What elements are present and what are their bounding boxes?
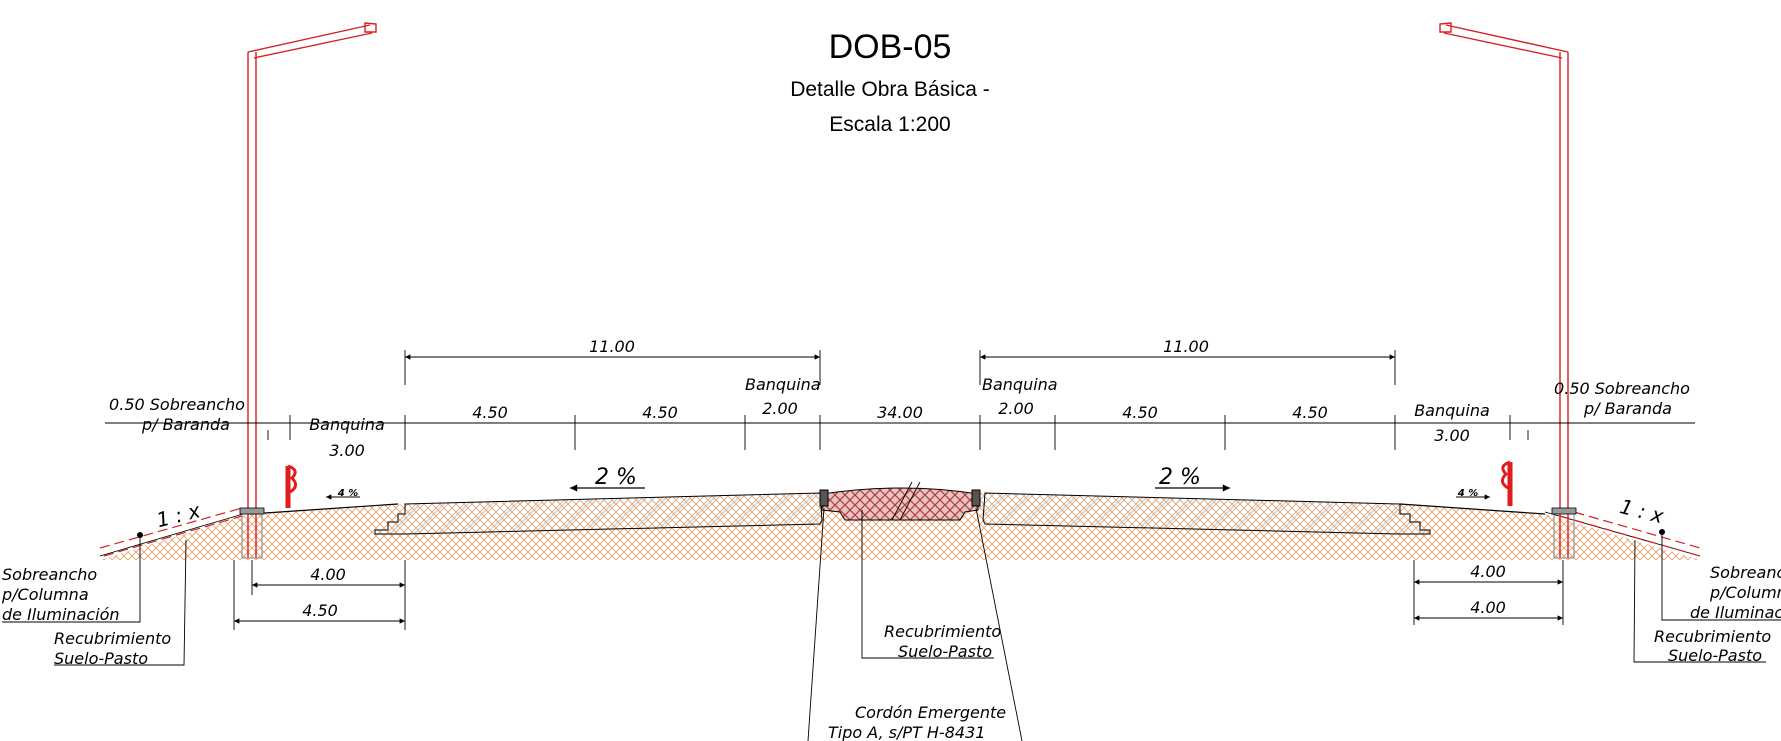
label-banquina-outer-left: Banquina: [309, 415, 385, 434]
label-sobreancho-col-left-3: de Iluminación: [2, 605, 120, 624]
dim-label-median: 34.00: [877, 403, 923, 422]
dim-label-left-bottom-1: 4.00: [310, 565, 346, 584]
dim-label-right-bottom-2: 4.00: [1470, 598, 1506, 617]
label-recubrimiento-left-2: Suelo-Pasto: [54, 649, 148, 668]
label-cordon-2: Tipo A, s/PT H-8431: [828, 723, 985, 741]
label-slope-shoulder-left: 4 %: [337, 488, 358, 499]
label-recubrimiento-left-1: Recubrimiento: [54, 629, 171, 648]
dimension-bottom-left: [233, 560, 406, 630]
label-slope-right: 2 %: [1159, 465, 1201, 490]
label-sobreancho-baranda-right-1: 0.50 Sobreancho: [1554, 379, 1690, 398]
slope-lines-right: [1559, 507, 1701, 557]
label-sobreancho-baranda-left-1: 0.50 Sobreancho: [109, 395, 245, 414]
annotation-sobreancho-columna-right: [1659, 529, 1781, 621]
dim-label-outer-shoulder-left: 3.00: [329, 441, 365, 460]
dim-label-lane-c: 4.50: [1122, 403, 1158, 422]
dimension-bottom-right: [1413, 560, 1564, 625]
dimension-left-roadway: 11.00: [404, 337, 821, 385]
label-sobreancho-col-right-3: de Iluminación: [1690, 603, 1781, 622]
guardrail-right: [1501, 460, 1513, 506]
label-recubrimiento-center-1: Recubrimiento: [884, 622, 1001, 641]
drawing-title: DOB-05: [829, 28, 952, 66]
guardrail-left: [285, 464, 297, 508]
dim-label-right-bottom-1: 4.00: [1470, 562, 1506, 581]
label-sobreancho-col-right-1: Sobreancho: [1710, 563, 1781, 582]
dim-label-right-roadway: 11.00: [1163, 337, 1209, 356]
dim-label-lane-b: 4.50: [642, 403, 678, 422]
annotation-sobreancho-columna-left: [2, 532, 143, 623]
light-pole-right: [1439, 22, 1577, 559]
pavement-right: [982, 492, 1546, 535]
label-sobreancho-col-left-1: Sobreancho: [2, 565, 97, 584]
dim-label-inner-shoulder-right: 2.00: [998, 399, 1034, 418]
label-banquina-inner-left: Banquina: [745, 375, 821, 394]
dim-label-inner-shoulder-left: 2.00: [762, 399, 798, 418]
slope-indicator-left: 2 % 4 %: [326, 465, 645, 500]
label-ratio-left: 1 : x: [154, 498, 203, 532]
drawing-subtitle-1: Detalle Obra Básica -: [790, 78, 990, 101]
label-slope-shoulder-right: 4 %: [1457, 488, 1478, 499]
annotation-cordon: [807, 507, 1023, 741]
dim-label-outer-shoulder-right: 3.00: [1434, 426, 1470, 445]
dimension-main-line: [105, 415, 1695, 450]
label-sobreancho-baranda-right-2: p/ Baranda: [1583, 399, 1672, 418]
label-sobreancho-col-left-2: p/Columna: [1, 585, 89, 604]
slope-lines-left: [99, 507, 243, 557]
label-cordon-1: Cordón Emergente: [855, 703, 1006, 722]
label-recubrimiento-right-2: Suelo-Pasto: [1668, 646, 1762, 665]
light-pole-left: [239, 22, 377, 559]
label-slope-left: 2 %: [595, 465, 637, 490]
label-banquina-outer-right: Banquina: [1414, 401, 1490, 420]
pavement-left: [249, 492, 823, 535]
dim-label-left-roadway: 11.00: [589, 337, 635, 356]
median: [819, 481, 981, 521]
slope-indicator-right: 2 % 4 %: [1155, 465, 1490, 500]
annotation-recubrimiento-right: [1633, 539, 1766, 663]
dim-label-lane-d: 4.50: [1292, 403, 1328, 422]
label-recubrimiento-right-1: Recubrimiento: [1654, 627, 1771, 646]
label-sobreancho-baranda-left-2: p/ Baranda: [141, 415, 230, 434]
label-banquina-inner-right: Banquina: [982, 375, 1058, 394]
annotation-recubrimiento-center: [861, 510, 994, 659]
dim-label-left-bottom-2: 4.50: [302, 601, 338, 620]
drawing-subtitle-2: Escala 1:200: [829, 113, 950, 136]
label-recubrimiento-center-2: Suelo-Pasto: [898, 642, 992, 661]
dimension-right-roadway: 11.00: [979, 337, 1396, 385]
dim-label-lane-a: 4.50: [472, 403, 508, 422]
label-ratio-right: 1 : x: [1617, 494, 1666, 528]
annotation-recubrimiento-left: [54, 539, 187, 666]
label-sobreancho-col-right-2: p/Columna: [1709, 583, 1781, 602]
